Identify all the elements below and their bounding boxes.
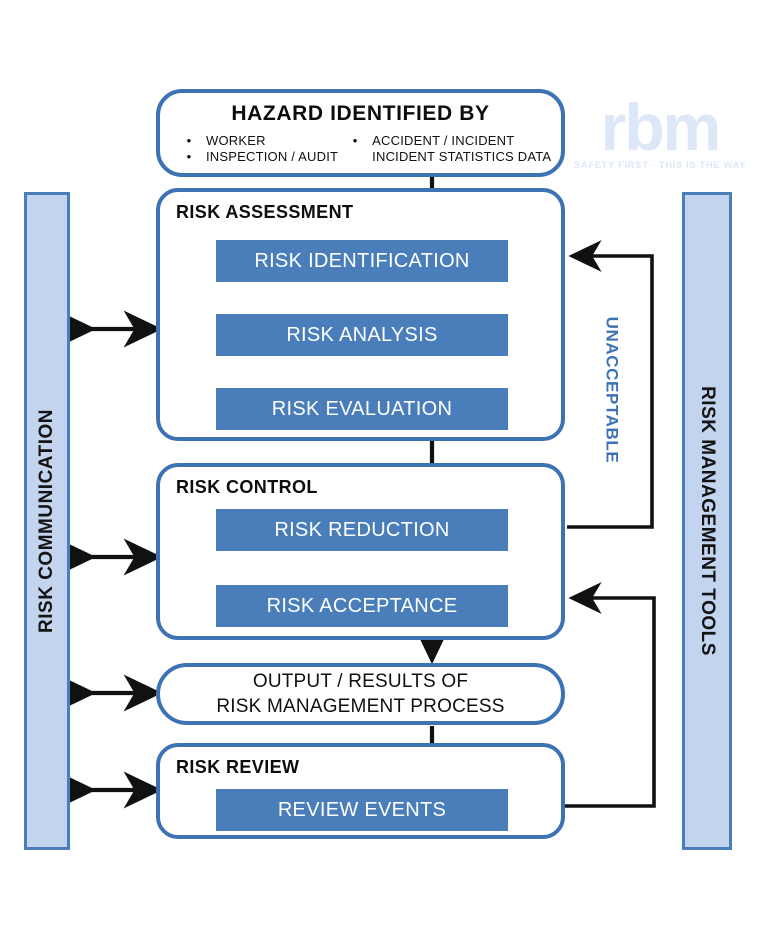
sidebar-risk-communication: RISK COMMUNICATION — [24, 192, 70, 850]
section-title-risk-control: RISK CONTROL — [176, 477, 318, 497]
hazard-title: HAZARD IDENTIFIED BY — [231, 102, 490, 125]
sidebar-left-label: RISK COMMUNICATION — [36, 409, 57, 633]
list-item: • INCIDENT STATISTICS DATA — [338, 149, 551, 165]
risk-assessment-section: RISK ASSESSMENT RISK IDENTIFICATION RISK… — [156, 188, 565, 441]
logo-tagline: SAFETY FIRST - THIS IS THE WAY — [573, 160, 747, 171]
bullet-icon: • — [352, 133, 358, 148]
process-label: REVIEW EVENTS — [277, 798, 447, 821]
rbm-logo: rbm SAFETY FIRST - THIS IS THE WAY — [572, 90, 748, 176]
process-risk-reduction[interactable]: RISK REDUCTION — [216, 509, 508, 551]
hazard-identified-box: HAZARD IDENTIFIED BY • WORKER • INSPECTI… — [156, 89, 565, 177]
bullet-icon: • — [186, 149, 192, 164]
unacceptable-label: UNACCEPTABLE — [598, 300, 624, 480]
hazard-item-label: INCIDENT STATISTICS DATA — [372, 149, 552, 164]
process-label: RISK IDENTIFICATION — [254, 249, 470, 272]
process-review-events[interactable]: REVIEW EVENTS — [216, 789, 508, 831]
output-line-2: RISK MANAGEMENT PROCESS — [216, 696, 505, 717]
process-risk-analysis[interactable]: RISK ANALYSIS — [216, 314, 508, 356]
process-label: RISK ACCEPTANCE — [266, 594, 458, 617]
hazard-column-left: • WORKER • INSPECTION / AUDIT — [172, 133, 338, 165]
risk-review-section: RISK REVIEW REVIEW EVENTS — [156, 743, 565, 839]
process-label: RISK EVALUATION — [271, 397, 453, 420]
unacceptable-text: UNACCEPTABLE — [602, 316, 622, 464]
process-risk-acceptance[interactable]: RISK ACCEPTANCE — [216, 585, 508, 627]
bullet-icon: • — [186, 133, 192, 148]
logo-wordmark: rbm — [600, 90, 722, 164]
section-title-risk-review: RISK REVIEW — [176, 757, 300, 777]
output-text: OUTPUT / RESULTS OF RISK MANAGEMENT PROC… — [216, 669, 504, 719]
hazard-columns: • WORKER • INSPECTION / AUDIT • ACCIDENT… — [160, 133, 561, 165]
sidebar-right-label: RISK MANAGEMENT TOOLS — [697, 386, 719, 656]
process-label: RISK REDUCTION — [274, 518, 450, 541]
risk-control-section: RISK CONTROL RISK REDUCTION RISK ACCEPTA… — [156, 463, 565, 640]
hazard-item-label: ACCIDENT / INCIDENT — [372, 133, 515, 148]
process-risk-identification[interactable]: RISK IDENTIFICATION — [216, 240, 508, 282]
list-item: • WORKER — [172, 133, 338, 149]
list-item: • ACCIDENT / INCIDENT — [338, 133, 551, 149]
output-results-box: OUTPUT / RESULTS OF RISK MANAGEMENT PROC… — [156, 663, 565, 725]
hazard-column-right: • ACCIDENT / INCIDENT • INCIDENT STATIST… — [338, 133, 551, 165]
sidebar-risk-management-tools: RISK MANAGEMENT TOOLS — [682, 192, 732, 850]
section-title-risk-assessment: RISK ASSESSMENT — [176, 202, 354, 222]
hazard-item-label: INSPECTION / AUDIT — [206, 149, 339, 164]
list-item: • INSPECTION / AUDIT — [172, 149, 338, 165]
process-label: RISK ANALYSIS — [286, 323, 438, 346]
output-line-1: OUTPUT / RESULTS OF — [252, 671, 469, 692]
hazard-item-label: WORKER — [206, 133, 266, 148]
process-risk-evaluation[interactable]: RISK EVALUATION — [216, 388, 508, 430]
